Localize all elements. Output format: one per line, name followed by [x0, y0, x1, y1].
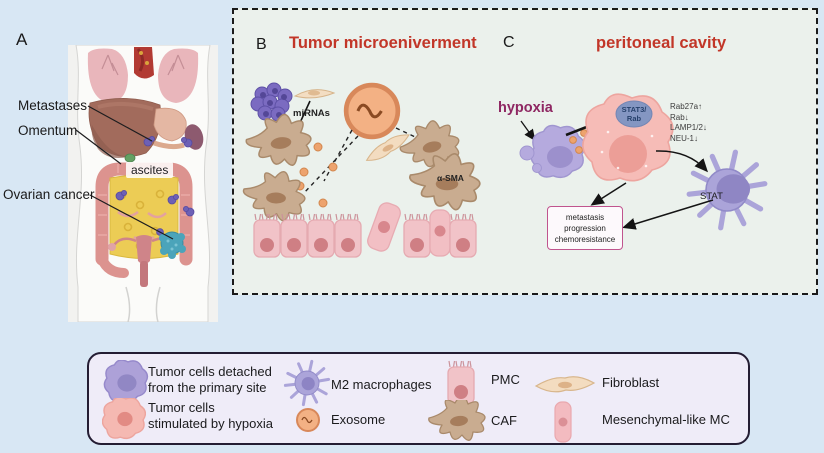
legend-box — [87, 352, 750, 445]
stat3-rab-nucleus — [615, 100, 653, 128]
tumor-cell-cluster — [250, 82, 293, 122]
m2-macrophage-cell — [689, 152, 765, 228]
tumor-to-outcome-arrow — [590, 182, 627, 206]
lamp12-down: LAMP1/2↓ — [670, 123, 707, 132]
neu1-down: NEU-1↓ — [670, 133, 699, 143]
ovarian-cancer-label: Ovarian cancer — [3, 187, 95, 202]
fibroblast-icon — [535, 376, 595, 393]
pancreas — [153, 140, 185, 150]
caf-icon — [428, 400, 486, 441]
legend-label: Fibroblast — [602, 375, 660, 390]
label-pointer-lines — [75, 105, 174, 240]
legend-label: Tumor cells detached from the primary si… — [148, 364, 272, 395]
ascites-label: ascites — [126, 162, 174, 178]
tumor-cell-hypoxia-icon — [102, 398, 146, 440]
omentum-label: Omentum — [18, 123, 78, 138]
anatomy-illustration — [68, 45, 218, 322]
caf-cell — [245, 113, 312, 166]
rab-down: Rab↓ — [670, 112, 689, 122]
legend-label: CAF — [491, 413, 517, 428]
alpha-sma-label: α-SMA — [437, 173, 464, 183]
legend-label: M2 macrophages — [331, 377, 432, 392]
heart-aorta — [134, 47, 154, 79]
detaching-mesothelial-cell — [367, 202, 401, 252]
hypoxia-label: hypoxia — [498, 100, 553, 116]
outcome-box: metastasis progression chemoresistance — [547, 206, 623, 250]
panel-b-title: Tumor microeniverment — [289, 34, 477, 52]
flat-fibroblast — [293, 89, 336, 99]
stat-label: STAT — [700, 191, 723, 202]
rab27a-up: Rab27a↑ — [670, 102, 703, 111]
stomach — [153, 107, 187, 142]
mirnas-label: miRNAs — [293, 108, 330, 119]
legend-label: Tumor cells stimulated by hypoxia — [148, 400, 274, 431]
panel-c-title: peritoneal cavity — [596, 34, 727, 52]
exosome-icon — [296, 408, 320, 432]
mesenchymal-like-cell — [429, 209, 451, 257]
liver — [88, 98, 162, 158]
detached-tumor-cell — [519, 124, 586, 179]
exosome-release-dashed-lines — [302, 127, 429, 195]
panel-b-letter: B — [256, 36, 267, 53]
legend-label: PMC — [491, 372, 520, 387]
stat3-rab-label: STAT3/ Rab — [621, 105, 647, 123]
hypoxic-tumor-cell — [581, 93, 674, 182]
lungs — [87, 48, 199, 103]
panel-c-letter: C — [503, 34, 515, 51]
legend-label: Exosome — [331, 412, 386, 427]
mesothelial-cell-row — [253, 202, 477, 258]
mesenchymal-mc-icon — [554, 401, 572, 443]
tumor-cell-detached-icon — [103, 360, 149, 403]
ovarian-cancer-tumor — [159, 231, 186, 259]
macrophage-to-outcome-arrow — [622, 199, 714, 230]
exosome-large — [346, 85, 398, 137]
metastases-label: Metastases — [18, 98, 88, 113]
legs-outline — [125, 286, 161, 322]
hypoxia-arrow — [520, 120, 536, 142]
tumor-to-macrophage-arrow — [655, 150, 709, 173]
rab-changes-list: Rab27a↑ Rab↓ LAMP1/2↓ NEU-1↓ — [670, 102, 707, 144]
panel-a-letter: A — [16, 30, 28, 49]
m2-macrophage-icon — [283, 359, 331, 407]
legend-label: Mesenchymal-like MC — [602, 412, 730, 427]
